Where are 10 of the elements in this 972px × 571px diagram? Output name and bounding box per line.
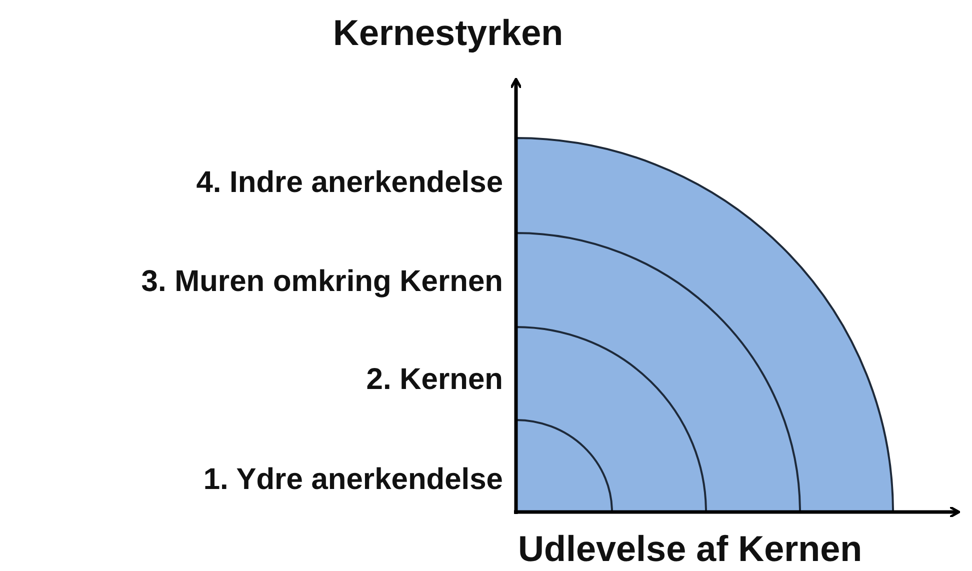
- band-label: 3. Muren omkring Kernen: [141, 265, 503, 299]
- quarter-ring-band: [515, 419, 613, 513]
- axis-title: Kernestyrken: [333, 12, 564, 54]
- band-label: 4. Indre anerkendelse: [196, 166, 503, 200]
- axis-title: Udlevelse af Kernen: [518, 528, 862, 570]
- band-label: 2. Kernen: [366, 363, 503, 397]
- quarter-ring-band: [515, 232, 801, 513]
- band-label: 1. Ydre anerkendelse: [203, 463, 503, 497]
- quarter-ring-band: [515, 137, 894, 513]
- quarter-ring-band: [515, 326, 707, 513]
